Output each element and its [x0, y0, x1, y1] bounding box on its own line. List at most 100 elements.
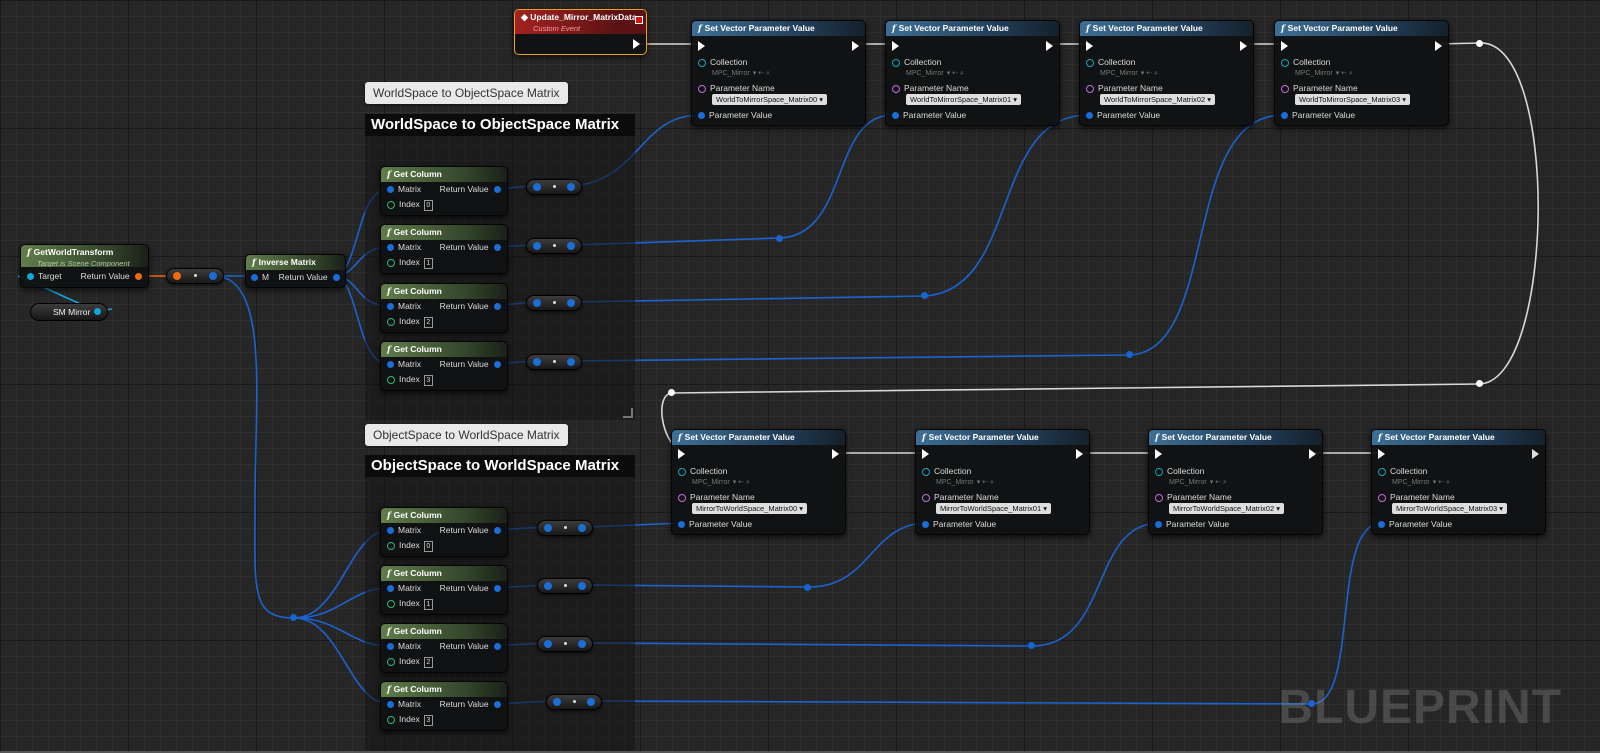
vector-pin-icon[interactable] — [494, 701, 501, 709]
exec-out-pin-icon[interactable] — [1532, 449, 1539, 459]
browse-icon[interactable]: ▾ ⇠ ⌕ — [1432, 479, 1450, 486]
custom-event-node[interactable]: ◆ Update_Mirror_MatrixData Custom Event — [514, 9, 647, 55]
int-pin-icon[interactable] — [387, 258, 395, 267]
index-input[interactable]: 1 — [423, 258, 433, 269]
matrix-pin-icon[interactable] — [387, 527, 394, 535]
parameter-value-row[interactable]: Parameter Value — [1378, 519, 1452, 529]
vector-pin-icon[interactable] — [533, 358, 541, 366]
collection-value[interactable]: MPC_Mirror — [712, 70, 750, 77]
color-pin-icon[interactable] — [587, 698, 595, 706]
vector-pin-icon[interactable] — [494, 527, 501, 535]
sm-mirror-variable[interactable]: SM Mirror — [30, 303, 108, 321]
exec-out-pin-icon[interactable] — [1076, 449, 1083, 459]
color-pin-icon[interactable] — [567, 299, 575, 307]
comment-bubble[interactable]: WorldSpace to ObjectSpace Matrix — [365, 82, 568, 104]
object-pin-icon[interactable] — [678, 467, 686, 476]
int-pin-icon[interactable] — [387, 715, 395, 724]
color-pin-icon[interactable] — [567, 183, 575, 191]
index-input[interactable]: 2 — [423, 317, 433, 328]
matrix-pin-icon[interactable] — [387, 643, 394, 651]
color-pin-icon[interactable] — [1281, 112, 1288, 120]
exec-out-pin-icon[interactable] — [1046, 41, 1053, 51]
matrix-pin-icon[interactable] — [209, 272, 217, 280]
vector-pin-icon[interactable] — [494, 643, 501, 651]
collection-value[interactable]: MPC_Mirror — [1169, 479, 1207, 486]
browse-icon[interactable]: ▾ ⇠ ⌕ — [752, 70, 770, 77]
return-pin-row[interactable]: Return Value — [440, 641, 501, 651]
browse-icon[interactable]: ▾ ⇠ ⌕ — [946, 70, 964, 77]
vector-pin-icon[interactable] — [494, 585, 501, 593]
name-pin-icon[interactable] — [1281, 84, 1289, 93]
color-pin-icon[interactable] — [1086, 112, 1093, 120]
reroute-knot[interactable] — [776, 235, 783, 242]
comment-bubble[interactable]: ObjectSpace to WorldSpace Matrix — [365, 424, 568, 446]
matrix-pin-icon[interactable] — [387, 361, 394, 369]
matrix-pin-row[interactable]: Matrix — [387, 359, 421, 369]
matrix-pin-row[interactable]: Matrix — [387, 641, 421, 651]
exec-out-pin-icon[interactable] — [1309, 449, 1316, 459]
browse-icon[interactable]: ▾ ⇠ ⌕ — [1335, 70, 1353, 77]
collection-value[interactable]: MPC_Mirror — [906, 70, 944, 77]
object-pin-icon[interactable] — [922, 467, 930, 476]
color-pin-icon[interactable] — [1155, 521, 1162, 529]
delegate-pin-icon[interactable] — [635, 16, 643, 24]
conversion-node[interactable] — [526, 354, 582, 370]
parameter-value-row[interactable]: Parameter Value — [922, 519, 996, 529]
exec-out-pin-icon[interactable] — [852, 41, 859, 51]
vector-pin-icon[interactable] — [494, 303, 501, 311]
exec-in-pin-icon[interactable] — [1281, 41, 1288, 51]
vector-pin-icon[interactable] — [533, 299, 541, 307]
parameter-value-row[interactable]: Parameter Value — [892, 110, 966, 120]
return-pin-row[interactable]: Return Value — [440, 359, 501, 369]
exec-in-pin-icon[interactable] — [922, 449, 929, 459]
exec-out-pin-icon[interactable] — [1435, 41, 1442, 51]
object-pin-icon[interactable] — [698, 58, 706, 67]
parameter-value-row[interactable]: Parameter Value — [1086, 110, 1160, 120]
conversion-node[interactable] — [546, 694, 602, 710]
collection-value[interactable]: MPC_Mirror — [692, 479, 730, 486]
browse-icon[interactable]: ▾ ⇠ ⌕ — [976, 479, 994, 486]
reroute-knot[interactable] — [1308, 700, 1315, 707]
exec-in-pin-icon[interactable] — [892, 41, 899, 51]
m-pin-row[interactable]: M — [251, 272, 269, 282]
vector-pin-icon[interactable] — [544, 524, 552, 532]
reroute-knot[interactable] — [1028, 642, 1035, 649]
matrix-pin-row[interactable]: Matrix — [387, 184, 421, 194]
int-pin-icon[interactable] — [387, 375, 395, 384]
conversion-node[interactable] — [526, 179, 582, 195]
color-pin-icon[interactable] — [578, 582, 586, 590]
reroute-knot[interactable] — [804, 584, 811, 591]
index-input[interactable]: 3 — [423, 375, 433, 386]
name-pin-icon[interactable] — [1378, 493, 1386, 502]
exec-in-pin-icon[interactable] — [698, 41, 705, 51]
name-pin-icon[interactable] — [892, 84, 900, 93]
collection-value[interactable]: MPC_Mirror — [1100, 70, 1138, 77]
color-pin-icon[interactable] — [578, 640, 586, 648]
parameter-name-dropdown[interactable]: MirrorToWorldSpace_Matrix01 ▾ — [936, 503, 1052, 514]
reroute-knot[interactable] — [1476, 40, 1483, 47]
vector-pin-icon[interactable] — [533, 183, 541, 191]
return-pin-row[interactable]: Return Value — [81, 271, 142, 281]
browse-icon[interactable]: ▾ ⇠ ⌕ — [1140, 70, 1158, 77]
matrix-pin-icon[interactable] — [387, 303, 394, 311]
int-pin-icon[interactable] — [387, 599, 395, 608]
